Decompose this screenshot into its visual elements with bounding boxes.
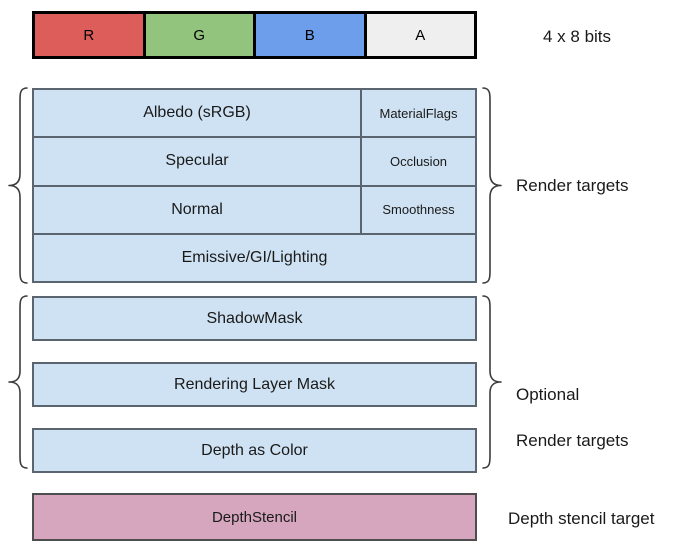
optional-render-target-rendering-layer-mask: Rendering Layer Mask <box>32 362 477 407</box>
channel-bar: R G B A <box>32 11 477 59</box>
render-target-aux-smoothness: Smoothness <box>360 186 475 233</box>
optional-render-target-depth-as-color: Depth as Color <box>32 428 477 473</box>
render-targets-side-label: Render targets <box>516 176 629 195</box>
render-target-main-emissive: Emissive/GI/Lighting <box>181 248 328 266</box>
depth-stencil-box: DepthStencil <box>32 493 477 541</box>
optional-render-targets-side-label: Optional Render targets <box>516 360 628 475</box>
render-target-row: Albedo (sRGB) MaterialFlags <box>34 90 475 139</box>
channel-cell-g: G <box>145 14 256 56</box>
optional-render-target-label: Depth as Color <box>201 441 308 459</box>
render-targets-block: Albedo (sRGB) MaterialFlags Specular Occ… <box>32 88 477 283</box>
channel-label-a: A <box>415 26 426 44</box>
optional-render-targets-left-brace <box>6 294 30 470</box>
render-target-row: Normal Smoothness <box>34 186 475 235</box>
channel-cell-a: A <box>366 14 474 56</box>
channel-cell-b: B <box>256 14 367 56</box>
channel-label-b: B <box>304 26 315 44</box>
optional-render-targets-right-brace <box>480 294 504 470</box>
depth-stencil-side-label: Depth stencil target <box>508 509 655 528</box>
optional-render-targets-label-line2: Render targets <box>516 431 629 450</box>
channel-label-r: R <box>83 26 95 44</box>
optional-render-targets-label-line1: Optional <box>516 385 580 404</box>
optional-render-target-shadowmask: ShadowMask <box>32 296 477 341</box>
optional-render-target-label: Rendering Layer Mask <box>174 375 335 393</box>
optional-render-target-label: ShadowMask <box>206 309 303 327</box>
depth-stencil-label: DepthStencil <box>211 508 298 526</box>
channel-label-g: G <box>193 26 206 44</box>
render-target-row: Specular Occlusion <box>34 138 475 187</box>
channel-cell-r: R <box>35 14 146 56</box>
render-target-aux-material-flags: MaterialFlags <box>360 90 475 137</box>
render-target-main-albedo: Albedo (sRGB) <box>143 104 251 122</box>
render-target-aux-occlusion: Occlusion <box>360 138 475 185</box>
render-targets-left-brace <box>6 86 30 285</box>
render-target-row: Emissive/GI/Lighting <box>34 235 475 281</box>
render-target-main-specular: Specular <box>165 152 229 170</box>
render-target-main-normal: Normal <box>171 200 223 218</box>
render-targets-right-brace <box>480 86 504 285</box>
channel-bar-side-label: 4 x 8 bits <box>543 27 612 46</box>
